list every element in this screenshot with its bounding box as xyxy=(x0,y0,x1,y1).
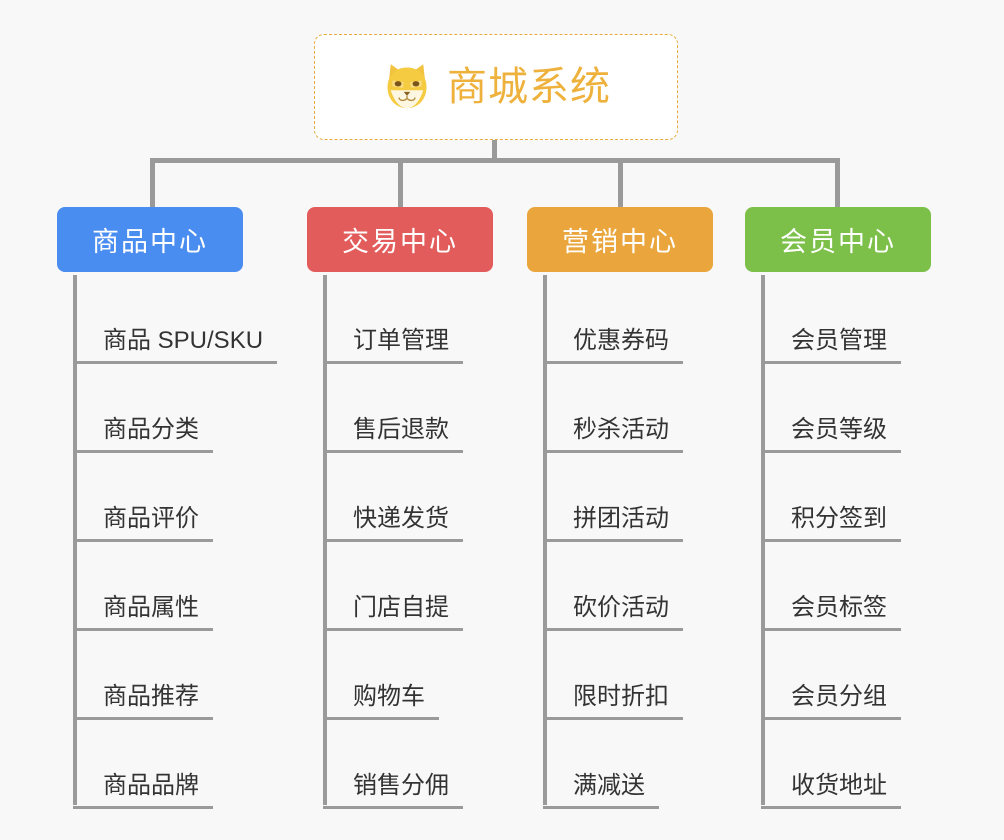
leaf-label: 会员标签 xyxy=(791,593,887,621)
connector-drop-1 xyxy=(150,158,155,207)
branch-header-2[interactable]: 交易中心 xyxy=(307,207,493,272)
leaf-item[interactable]: 限时折扣 xyxy=(543,631,747,720)
leaf-label: 优惠券码 xyxy=(573,326,669,354)
branch-header-1[interactable]: 商品中心 xyxy=(57,207,243,272)
leaf-item[interactable]: 优惠券码 xyxy=(543,275,747,364)
branch-body-3: 优惠券码 秒杀活动 拼团活动 砍价活动 限时折扣 满减送 xyxy=(527,275,747,809)
leaf-label: 会员管理 xyxy=(791,326,887,354)
leaf-item[interactable]: 门店自提 xyxy=(323,542,527,631)
leaf-item[interactable]: 收货地址 xyxy=(761,720,965,809)
leaf-label: 商品推荐 xyxy=(103,682,199,710)
leaf-label: 销售分佣 xyxy=(353,771,449,799)
leaf-item[interactable]: 会员标签 xyxy=(761,542,965,631)
leaf-item[interactable]: 秒杀活动 xyxy=(543,364,747,453)
leaf-label: 砍价活动 xyxy=(573,593,669,621)
leaf-label: 门店自提 xyxy=(353,593,449,621)
branch-header-4[interactable]: 会员中心 xyxy=(745,207,931,272)
shiba-dog-icon xyxy=(381,61,433,113)
leaf-label: 售后退款 xyxy=(353,415,449,443)
leaf-item[interactable]: 销售分佣 xyxy=(323,720,527,809)
connector-horizontal-bus xyxy=(150,158,840,163)
leaf-item[interactable]: 满减送 xyxy=(543,720,747,809)
leaf-item[interactable]: 会员等级 xyxy=(761,364,965,453)
root-node[interactable]: 商城系统 xyxy=(314,34,678,140)
leaf-label: 秒杀活动 xyxy=(573,415,669,443)
connector-drop-2 xyxy=(398,158,403,207)
leaf-item[interactable]: 商品推荐 xyxy=(73,631,304,720)
connector-root-stem xyxy=(492,140,497,162)
leaf-item[interactable]: 积分签到 xyxy=(761,453,965,542)
leaf-label: 订单管理 xyxy=(353,326,449,354)
leaf-item[interactable]: 商品评价 xyxy=(73,453,304,542)
leaf-item[interactable]: 商品品牌 xyxy=(73,720,304,809)
branch-column-2: 交易中心 订单管理 售后退款 快递发货 门店自提 购物车 销售分佣 xyxy=(307,207,527,809)
leaf-label: 限时折扣 xyxy=(573,682,669,710)
branch-header-3[interactable]: 营销中心 xyxy=(527,207,713,272)
leaf-label: 会员分组 xyxy=(791,682,887,710)
leaf-label: 购物车 xyxy=(353,682,425,710)
branch-body-2: 订单管理 售后退款 快递发货 门店自提 购物车 销售分佣 xyxy=(307,275,527,809)
leaf-label: 收货地址 xyxy=(791,771,887,799)
leaf-item[interactable]: 商品属性 xyxy=(73,542,304,631)
root-title: 商城系统 xyxy=(447,65,611,109)
leaf-label: 拼团活动 xyxy=(573,504,669,532)
leaf-label: 满减送 xyxy=(573,771,645,799)
branch-body-1: 商品 SPU/SKU 商品分类 商品评价 商品属性 商品推荐 商品品牌 xyxy=(57,275,304,809)
connector-drop-4 xyxy=(835,158,840,207)
leaf-item[interactable]: 会员管理 xyxy=(761,275,965,364)
leaf-item[interactable]: 订单管理 xyxy=(323,275,527,364)
leaf-item[interactable]: 商品分类 xyxy=(73,364,304,453)
connector-drop-3 xyxy=(618,158,623,207)
leaf-label: 商品 SPU/SKU xyxy=(103,326,264,354)
leaf-item[interactable]: 快递发货 xyxy=(323,453,527,542)
leaf-label: 会员等级 xyxy=(791,415,887,443)
leaf-label: 积分签到 xyxy=(791,504,887,532)
branch-body-4: 会员管理 会员等级 积分签到 会员标签 会员分组 收货地址 xyxy=(745,275,965,809)
leaf-item[interactable]: 商品 SPU/SKU xyxy=(73,275,304,364)
branch-column-4: 会员中心 会员管理 会员等级 积分签到 会员标签 会员分组 收货地址 xyxy=(745,207,965,809)
leaf-label: 商品品牌 xyxy=(103,771,199,799)
leaf-label: 商品评价 xyxy=(103,504,199,532)
leaf-label: 商品属性 xyxy=(103,593,199,621)
leaf-item[interactable]: 会员分组 xyxy=(761,631,965,720)
leaf-item[interactable]: 拼团活动 xyxy=(543,453,747,542)
leaf-item[interactable]: 购物车 xyxy=(323,631,527,720)
leaf-item[interactable]: 砍价活动 xyxy=(543,542,747,631)
leaf-label: 商品分类 xyxy=(103,415,199,443)
branch-column-1: 商品中心 商品 SPU/SKU 商品分类 商品评价 商品属性 商品推荐 商品品牌 xyxy=(57,207,304,809)
leaf-item[interactable]: 售后退款 xyxy=(323,364,527,453)
branch-column-3: 营销中心 优惠券码 秒杀活动 拼团活动 砍价活动 限时折扣 满减送 xyxy=(527,207,747,809)
leaf-label: 快递发货 xyxy=(353,504,449,532)
